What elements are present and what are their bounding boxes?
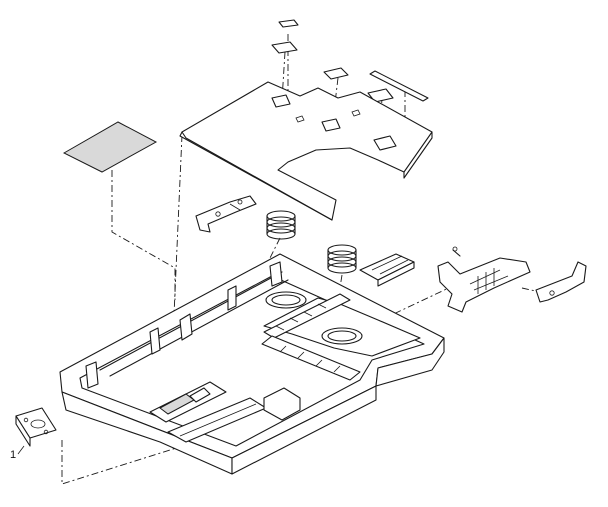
callout-part-1: 1: [10, 445, 25, 461]
tray-base: [59, 253, 445, 475]
top-tab-pad: [271, 41, 298, 54]
top-tab-pad-2: [323, 67, 349, 80]
label-plate: [62, 121, 158, 173]
top-strip: [369, 70, 429, 102]
callout-label: 1: [10, 449, 16, 461]
top-tab-small: [278, 19, 299, 28]
right-clip: [535, 261, 587, 303]
slider-block: [359, 253, 415, 287]
side-plate-part-1: [15, 407, 57, 447]
spring-left: [266, 210, 296, 240]
spring-right: [327, 244, 357, 274]
screw: [452, 246, 461, 257]
left-latch-bracket: [195, 195, 257, 233]
top-cover-plate: [179, 81, 433, 221]
right-frame-bracket: [437, 257, 531, 313]
